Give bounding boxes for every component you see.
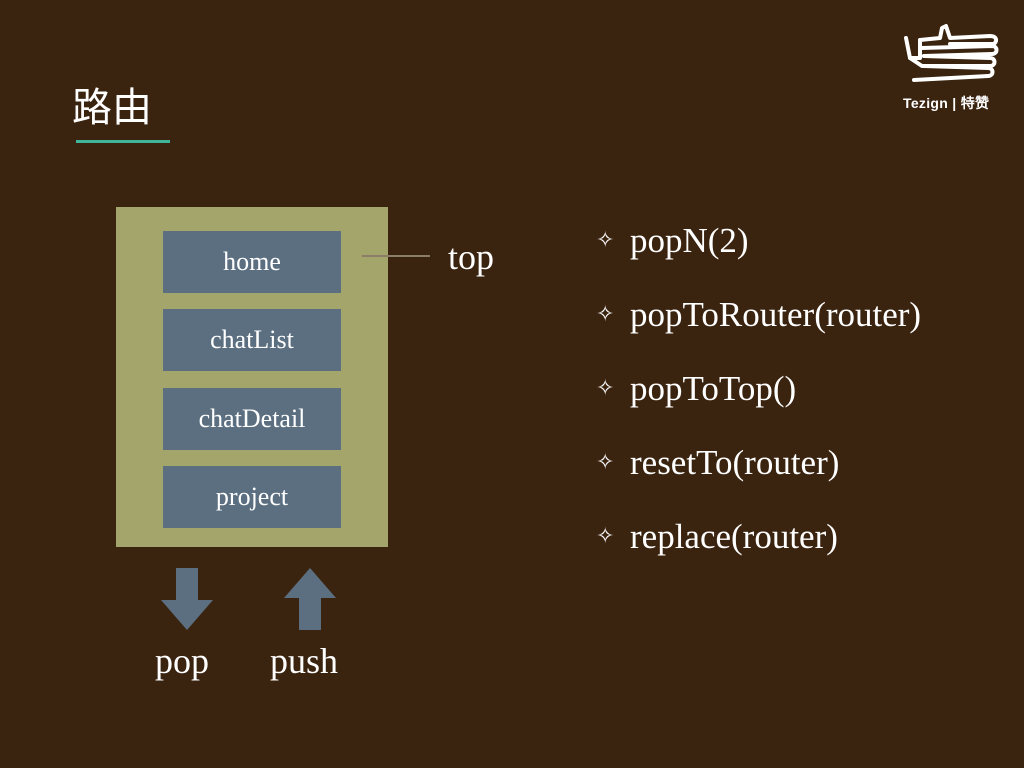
method-item: ✧ popN(2)	[596, 218, 921, 292]
page-title: 路由	[72, 85, 152, 131]
thumbs-up-icon	[904, 24, 999, 82]
method-label: resetTo(router)	[630, 443, 840, 482]
method-item: ✧ popToTop()	[596, 366, 921, 440]
method-item: ✧ replace(router)	[596, 514, 921, 588]
router-stack: home chatList chatDetail project	[116, 207, 388, 547]
sparkle-bullet-icon: ✧	[596, 524, 615, 549]
stack-item-home: home	[163, 231, 341, 293]
method-item: ✧ popToRouter(router)	[596, 292, 921, 366]
method-label: popToTop()	[630, 369, 797, 408]
title-underline	[76, 140, 170, 143]
arrow-down-icon	[161, 568, 213, 630]
sparkle-bullet-icon: ✧	[596, 302, 615, 327]
method-list: ✧ popN(2) ✧ popToRouter(router) ✧ popToT…	[596, 218, 921, 588]
sparkle-bullet-icon: ✧	[596, 228, 615, 253]
sparkle-bullet-icon: ✧	[596, 450, 615, 475]
top-pointer-line	[362, 255, 430, 257]
method-item: ✧ resetTo(router)	[596, 440, 921, 514]
method-label: popToRouter(router)	[630, 295, 922, 334]
stack-item-chatdetail: chatDetail	[163, 388, 341, 450]
top-label: top	[448, 237, 495, 277]
stack-item-chatlist: chatList	[163, 309, 341, 371]
arrow-up-icon	[284, 568, 336, 630]
stack-item-project: project	[163, 466, 341, 528]
method-label: popN(2)	[630, 221, 749, 260]
sparkle-bullet-icon: ✧	[596, 376, 615, 401]
logo-text: Tezign | 特赞	[903, 95, 990, 111]
pop-label: pop	[155, 641, 209, 681]
method-label: replace(router)	[630, 517, 838, 556]
push-label: push	[270, 641, 339, 681]
